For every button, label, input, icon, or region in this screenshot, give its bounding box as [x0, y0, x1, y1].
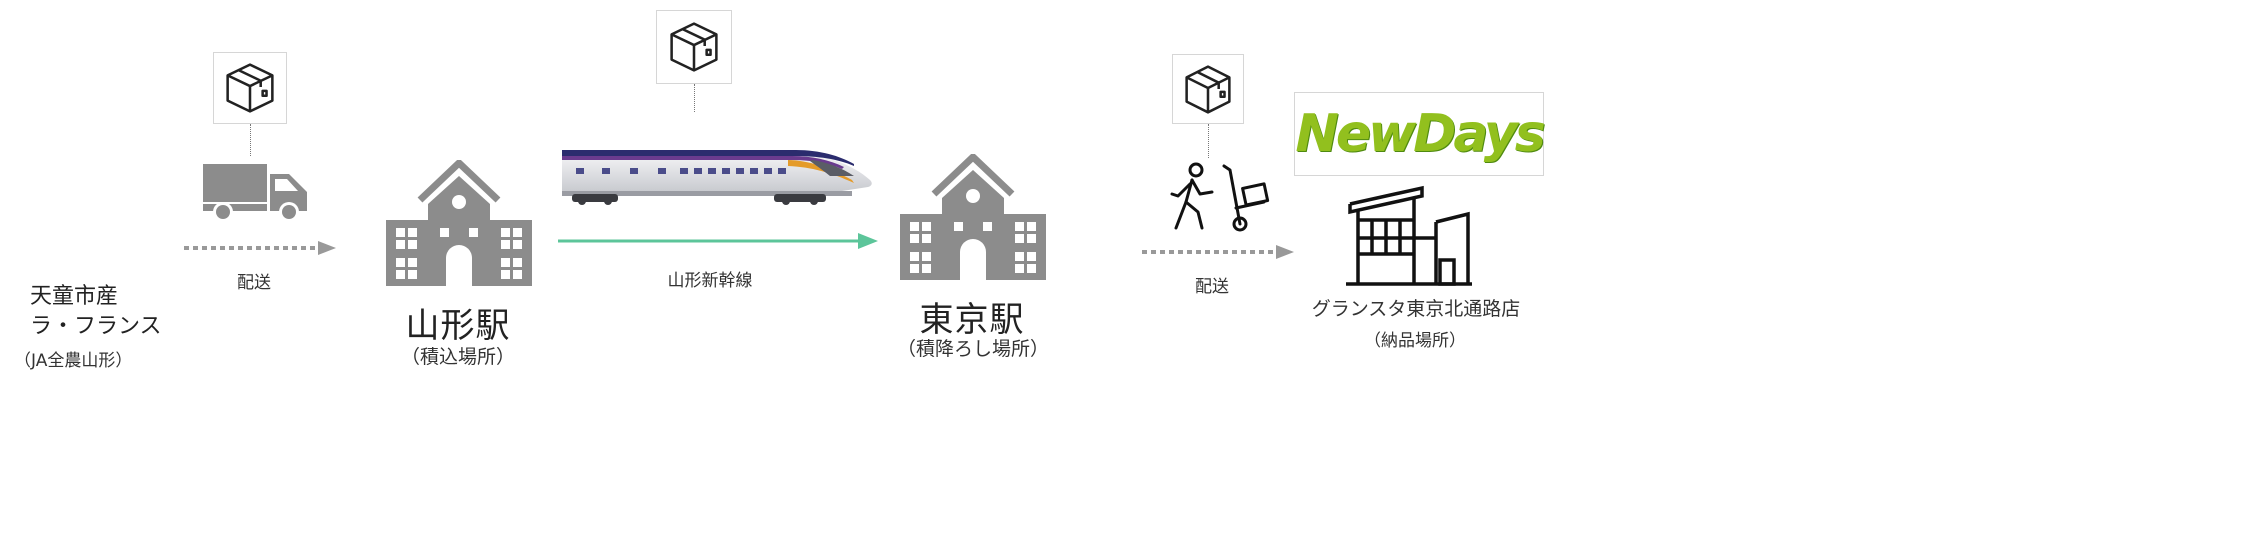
- origin-line-1: 天童市産: [30, 284, 119, 309]
- origin-line-2: ラ・フランス: [30, 314, 162, 339]
- shop-sub: （納品場所）: [1364, 331, 1466, 351]
- delivery-truck-icon: [203, 164, 307, 222]
- shinkansen-arrow: [558, 232, 878, 250]
- delivery-label-1: 配送: [237, 273, 271, 293]
- shinkansen-train-icon: [562, 146, 874, 206]
- origin-line-3: （JA全農山形）: [14, 351, 133, 371]
- delivery-arrow-1: [184, 240, 336, 256]
- station-building-icon-yamagata: [386, 158, 532, 286]
- delivery-arrow-2: [1142, 244, 1294, 260]
- station-name-tokyo: 東京駅: [919, 300, 1025, 340]
- origin-label: 天童市産 ラ・フランス: [30, 282, 162, 342]
- shop-name: グランスタ東京北通路店: [1311, 298, 1521, 320]
- walking-hand-truck-icon: [1168, 162, 1276, 232]
- logo-text: NewDays: [1295, 104, 1545, 164]
- package-box-icon: [1172, 54, 1244, 124]
- newdays-logo: NewDays: [1294, 92, 1546, 176]
- store-building-icon: [1340, 182, 1476, 286]
- connector-dotted-line: [1208, 124, 1209, 158]
- station-sub-tokyo: （積降ろし場所）: [896, 338, 1049, 360]
- connector-dotted-line: [250, 124, 251, 156]
- shinkansen-label: 山形新幹線: [667, 271, 753, 291]
- station-sub-yamagata: （積込場所）: [400, 346, 515, 368]
- connector-dotted-line: [694, 84, 695, 112]
- station-name-yamagata: 山形駅: [405, 306, 511, 346]
- package-box-icon: [213, 52, 287, 124]
- delivery-label-2: 配送: [1195, 277, 1229, 297]
- station-building-icon-tokyo: [900, 152, 1046, 280]
- package-box-icon: [656, 10, 732, 84]
